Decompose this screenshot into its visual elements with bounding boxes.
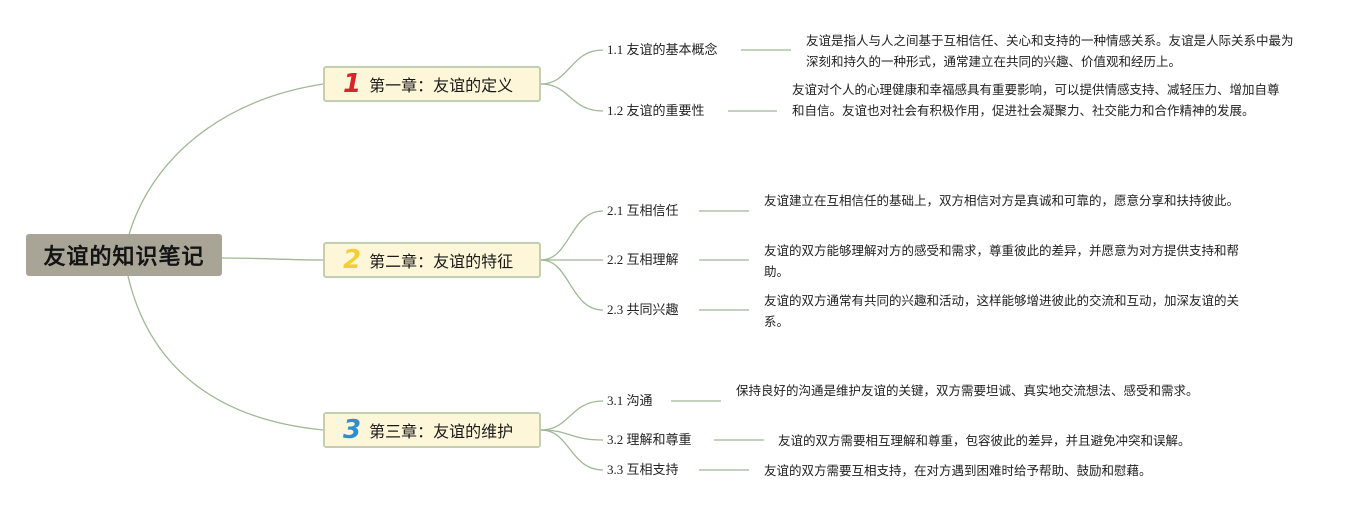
connector-ch3-topic-1 <box>540 400 604 431</box>
topic-node-3-2[interactable]: 3.2 理解和尊重 <box>607 432 692 447</box>
chapter-number-1: 1 <box>343 69 362 99</box>
chapter-title-3: 第三章：友谊的维护 <box>369 422 514 441</box>
root-node[interactable]: 友谊的知识笔记 <box>26 234 222 276</box>
connector-ch2-topic-3 <box>540 259 604 311</box>
chapter-title-2: 第二章：友谊的特征 <box>369 252 514 271</box>
topic-node-3-1[interactable]: 3.1 沟通 <box>607 393 653 408</box>
chapter-number-2: 2 <box>343 245 362 275</box>
topic-desc-2-2: 友谊的双方能够理解对方的感受和需求，尊重彼此的差异，并愿意为对方提供支持和帮助。 <box>764 243 1240 279</box>
connector-root-chapter-3 <box>127 275 324 431</box>
connector-root-chapter-2 <box>221 257 324 261</box>
connector-ch1-topic-2 <box>540 83 604 112</box>
topic-desc-2-3: 友谊的双方通常有共同的兴趣和活动，这样能够增进彼此的交流和互动，加深友谊的关系。 <box>764 293 1240 329</box>
topic-node-2-3[interactable]: 2.3 共同兴趣 <box>607 302 679 317</box>
topic-node-3-3[interactable]: 3.3 互相支持 <box>607 462 679 477</box>
connector-ch2-topic-1 <box>540 210 604 261</box>
chapter-node-3[interactable]: 3 第三章：友谊的维护 <box>323 412 541 448</box>
chapter-number-3: 3 <box>343 415 362 445</box>
topic-node-1-2[interactable]: 1.2 友谊的重要性 <box>607 103 705 118</box>
root-title: 友谊的知识笔记 <box>43 245 205 270</box>
topic-node-2-1[interactable]: 2.1 互相信任 <box>607 203 679 218</box>
topic-node-2-2[interactable]: 2.2 互相理解 <box>607 252 679 267</box>
topic-desc-1-1: 友谊是指人与人之间基于互相信任、关心和支持的一种情感关系。友谊是人际关系中最为深… <box>806 33 1294 69</box>
chapter-node-2[interactable]: 2 第二章：友谊的特征 <box>323 242 541 278</box>
chapter-title-1: 第一章：友谊的定义 <box>369 76 514 95</box>
connector-ch1-topic-1 <box>540 49 604 85</box>
topic-node-1-1[interactable]: 1.1 友谊的基本概念 <box>607 42 718 57</box>
connector-ch3-topic-3 <box>540 429 604 471</box>
topic-desc-3-3: 友谊的双方需要互相支持，在对方遇到困难时给予帮助、鼓励和慰藉。 <box>764 463 1152 478</box>
topic-desc-2-1: 友谊建立在互相信任的基础上，双方相信对方是真诚和可靠的，愿意分享和扶持彼此。 <box>764 193 1240 208</box>
connector-root-chapter-1 <box>127 83 324 239</box>
topic-desc-3-1: 保持良好的沟通是维护友谊的关键，双方需要坦诚、真实地交流想法、感受和需求。 <box>736 383 1199 398</box>
topic-desc-1-2: 友谊对个人的心理健康和幸福感具有重要影响，可以提供情感支持、减轻压力、增加自尊和… <box>792 82 1280 118</box>
chapter-node-1[interactable]: 1 第一章：友谊的定义 <box>323 66 541 102</box>
topic-desc-3-2: 友谊的双方需要相互理解和尊重，包容彼此的差异，并且避免冲突和误解。 <box>778 433 1191 448</box>
